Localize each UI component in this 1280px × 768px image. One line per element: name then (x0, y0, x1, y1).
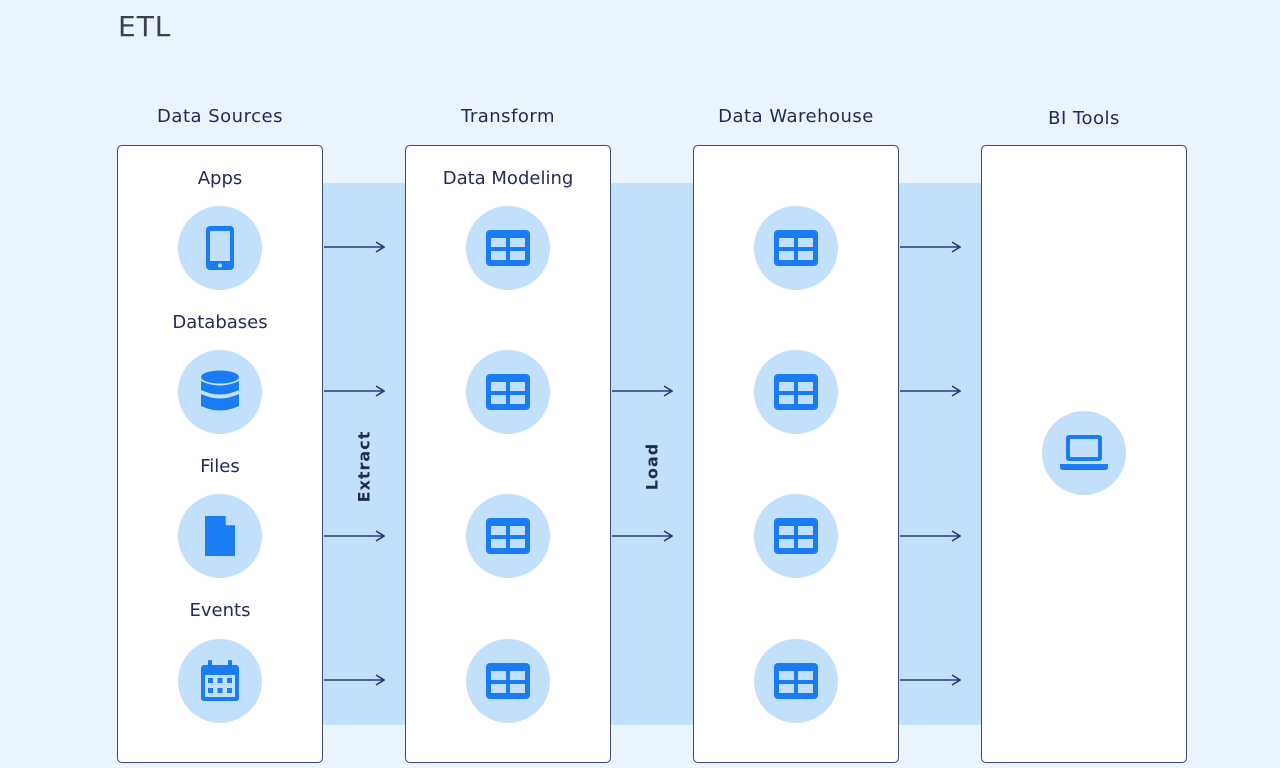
table-icon (466, 494, 550, 578)
mobile-phone-icon (178, 206, 262, 290)
database-icon (178, 350, 262, 434)
heading-bi-tools: BI Tools (1048, 108, 1120, 129)
table-icon (754, 494, 838, 578)
laptop-icon (1042, 411, 1126, 495)
transform-label-data-modeling: Data Modeling (442, 168, 574, 189)
extract-band (322, 183, 406, 725)
source-label-events: Events (189, 600, 251, 621)
table-icon (754, 639, 838, 723)
table-icon (466, 350, 550, 434)
calendar-icon (178, 639, 262, 723)
table-icon (754, 350, 838, 434)
load-label: Load (642, 442, 662, 491)
heading-data-warehouse: Data Warehouse (718, 106, 874, 127)
source-label-apps: Apps (197, 168, 243, 189)
extract-label: Extract (354, 430, 374, 503)
table-icon (466, 206, 550, 290)
table-icon (466, 639, 550, 723)
serve-band (898, 183, 982, 725)
source-label-files: Files (200, 456, 240, 477)
page-title: ETL (118, 10, 172, 43)
table-icon (754, 206, 838, 290)
heading-data-sources: Data Sources (157, 106, 283, 127)
source-label-databases: Databases (172, 312, 268, 333)
file-icon (178, 494, 262, 578)
heading-transform: Transform (460, 106, 556, 127)
load-band (610, 183, 694, 725)
